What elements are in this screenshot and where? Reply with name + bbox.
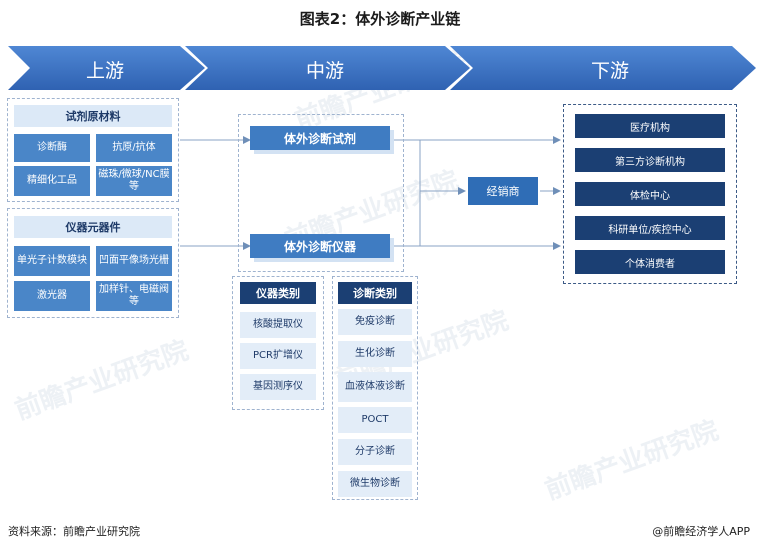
upstream-item: 磁珠/微球/NC膜等: [96, 166, 172, 196]
upstream-item: 诊断酶: [14, 134, 90, 162]
upstream-item: 抗原/抗体: [96, 134, 172, 162]
instrument-type-item: PCR扩增仪: [240, 343, 316, 369]
downstream-item: 科研单位/疾控中心: [575, 216, 725, 240]
midstream-arrow: [185, 46, 470, 90]
instrument-type-item: 核酸提取仪: [240, 312, 316, 338]
stage-midstream-label: 中游: [305, 60, 344, 82]
diagnosis-types-header: 诊断类别: [338, 282, 412, 304]
upstream-item: 精细化工品: [14, 166, 90, 196]
instrument-types-header: 仪器类别: [240, 282, 316, 304]
ivd-instrument-box: 体外诊断仪器: [250, 234, 390, 258]
diagnosis-type-item: 分子诊断: [338, 439, 412, 465]
stage-downstream-label: 下游: [590, 60, 629, 82]
ivd-reagent-box: 体外诊断试剂: [250, 126, 390, 150]
page-title: 图表2：体外诊断产业链: [299, 10, 461, 28]
diagnosis-types-group: [332, 276, 418, 500]
downstream-item: 第三方诊断机构: [575, 148, 725, 172]
source-note: 资料来源：前瞻产业研究院: [8, 525, 140, 538]
downstream-item: 个体消费者: [575, 250, 725, 274]
downstream-group: [563, 104, 737, 284]
instrument-components-header: 仪器元器件: [14, 216, 172, 238]
instrument-types-group: [232, 276, 324, 410]
brand-note: @前瞻经济学人APP: [652, 525, 750, 538]
diagnosis-type-item: POCT: [338, 407, 412, 433]
downstream-item: 体检中心: [575, 182, 725, 206]
diagnosis-type-item: 血液体液诊断: [338, 372, 412, 402]
reagent-materials-header: 试剂原材料: [14, 105, 172, 127]
distributor-box: 经销商: [468, 177, 538, 205]
upstream-group-reagent-materials: [7, 98, 179, 202]
stage-upstream-label: 上游: [85, 60, 124, 82]
upstream-item: 凹面平像场光栅: [96, 246, 172, 276]
diagnosis-type-item: 免疫诊断: [338, 309, 412, 335]
downstream-arrow: [450, 46, 756, 90]
diagnosis-type-item: 生化诊断: [338, 341, 412, 367]
upstream-arrow: [8, 46, 205, 90]
instrument-type-item: 基因测序仪: [240, 374, 316, 400]
downstream-item: 医疗机构: [575, 114, 725, 138]
midstream-products-group: [238, 114, 404, 272]
stage-arrows: [8, 46, 756, 90]
upstream-group-instrument-components: [7, 208, 179, 318]
diagnosis-type-item: 微生物诊断: [338, 471, 412, 497]
upstream-item: 加样针、电磁阀等: [96, 281, 172, 311]
upstream-item: 激光器: [14, 281, 90, 311]
upstream-item: 单光子计数模块: [14, 246, 90, 276]
